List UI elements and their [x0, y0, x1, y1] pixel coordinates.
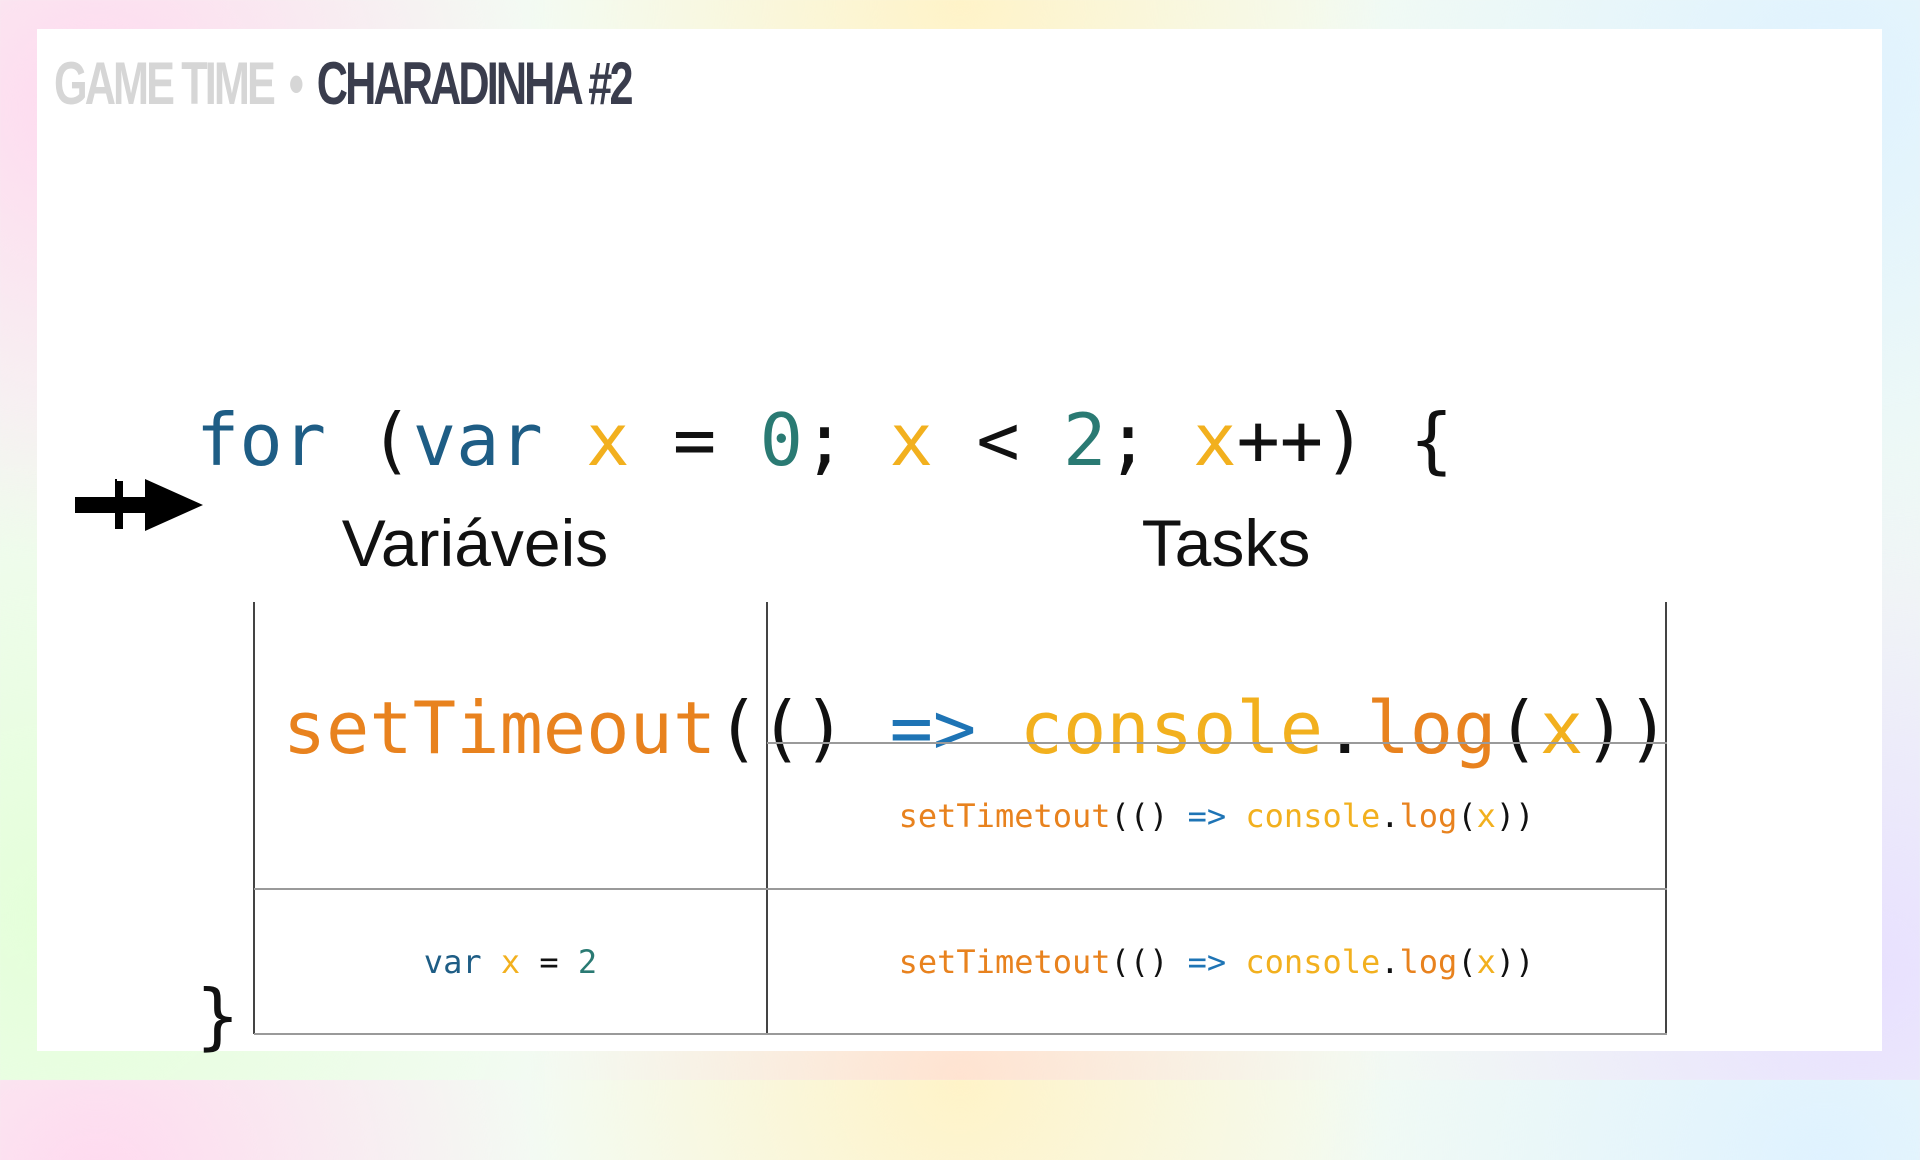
variables-column-header: Variáveis	[341, 506, 609, 580]
variables-cell: var x = 2	[255, 890, 766, 1033]
table-line-task-top	[767, 742, 1667, 744]
code-token: ;	[1106, 398, 1194, 482]
right-arrow-icon-svg	[75, 479, 203, 531]
code-token: x	[889, 398, 933, 482]
right-arrow-icon	[75, 475, 205, 539]
code-token: 2	[1063, 398, 1107, 482]
task-row-1: setTimetout(() => console.log(x))	[768, 744, 1665, 888]
code-token: =>	[1187, 942, 1227, 981]
code-token: =>	[1187, 797, 1227, 835]
code-block: for (var x = 0; x < 2; x++) { setTimeout…	[196, 200, 1670, 1160]
code-token	[1226, 943, 1245, 981]
code-token: .	[1380, 942, 1400, 981]
code-token: =	[629, 398, 760, 482]
code-token: for	[196, 398, 327, 482]
code-token: (()	[1110, 942, 1188, 981]
slide-header: GAME TIME•CHARADINHA #2	[54, 49, 634, 118]
code-token: (()	[1110, 797, 1188, 835]
code-line-1: for (var x = 0; x < 2; x++) {	[196, 392, 1670, 488]
code-token: ;	[802, 398, 890, 482]
code-token: ))	[1495, 797, 1535, 835]
code-line-3: }	[196, 968, 1670, 1064]
header-title: CHARADINHA #2	[316, 50, 634, 117]
table-line-left	[253, 602, 255, 1034]
code-token: <	[932, 398, 1064, 482]
code-token: var	[423, 942, 482, 981]
code-token: x	[586, 398, 630, 482]
code-token: x	[1193, 398, 1237, 482]
code-token: (	[1457, 942, 1477, 981]
slide: GAME TIME•CHARADINHA #2	[37, 29, 1882, 1051]
code-token: (	[326, 398, 413, 482]
table-line-middle	[766, 602, 768, 1034]
code-token: setTimetout	[898, 797, 1111, 835]
code-token: x	[1476, 942, 1496, 981]
table-line-row-divider	[254, 888, 1667, 890]
code-token: (	[1496, 686, 1540, 770]
code-token: log	[1366, 686, 1497, 770]
code-token: log	[1399, 797, 1458, 835]
task-row-2: setTimetout(() => console.log(x))	[768, 890, 1665, 1033]
tasks-column-header: Tasks	[1141, 506, 1311, 580]
code-token: =	[520, 942, 578, 981]
header-separator: •	[288, 50, 304, 117]
code-token: log	[1399, 942, 1458, 981]
code-token: }	[196, 974, 240, 1058]
table-line-right	[1665, 602, 1667, 1034]
code-token: x	[1539, 686, 1584, 770]
code-token	[196, 686, 283, 770]
code-line-2: setTimeout(() => console.log(x))	[196, 680, 1670, 776]
code-token: 0	[759, 398, 803, 482]
table-line-bottom	[254, 1033, 1667, 1035]
code-token: (	[1457, 797, 1477, 835]
code-token: ))	[1583, 686, 1670, 770]
code-token: .	[1323, 686, 1367, 770]
code-token: 2	[577, 942, 598, 981]
code-token: ++) {	[1236, 398, 1454, 482]
code-token	[482, 943, 501, 981]
code-token: console	[1019, 686, 1324, 770]
code-token: setTimetout	[898, 942, 1111, 981]
code-token: x	[500, 942, 521, 981]
code-token: .	[1380, 797, 1400, 835]
code-token: console	[1245, 942, 1381, 981]
code-token	[1226, 797, 1245, 835]
code-token	[543, 398, 586, 482]
code-token: var	[412, 398, 543, 482]
header-section: GAME TIME	[54, 50, 276, 117]
code-token: setTimeout	[282, 686, 717, 770]
code-token: (()	[716, 686, 890, 770]
code-token: x	[1476, 797, 1496, 835]
code-token: ))	[1495, 942, 1535, 981]
code-token: =>	[889, 686, 977, 770]
code-token: console	[1245, 797, 1381, 835]
